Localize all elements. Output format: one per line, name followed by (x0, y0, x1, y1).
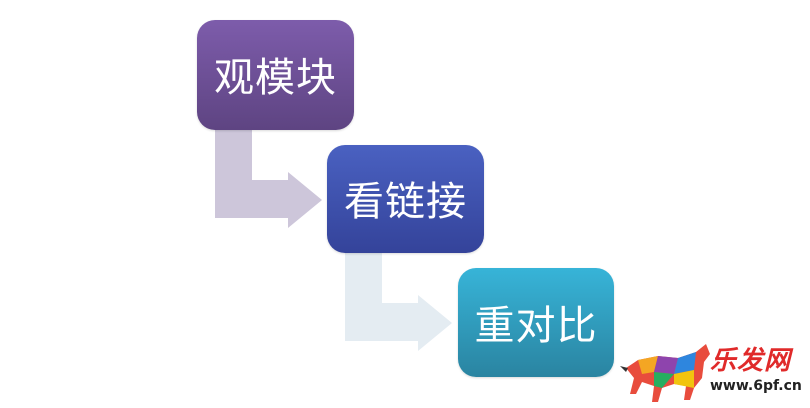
step-label-2: 看链接 (344, 179, 467, 225)
bull-logo-icon (620, 344, 710, 402)
watermark-url: www.6pf.cn (710, 378, 802, 394)
step-label-3: 重对比 (474, 302, 598, 349)
step-label-1: 观模块 (214, 55, 337, 101)
step-box-1: 观模块 (197, 20, 354, 130)
step-box-3: 重对比 (458, 268, 614, 377)
watermark-brand: 乐发网 (710, 346, 792, 376)
step-box-2: 看链接 (327, 145, 484, 253)
